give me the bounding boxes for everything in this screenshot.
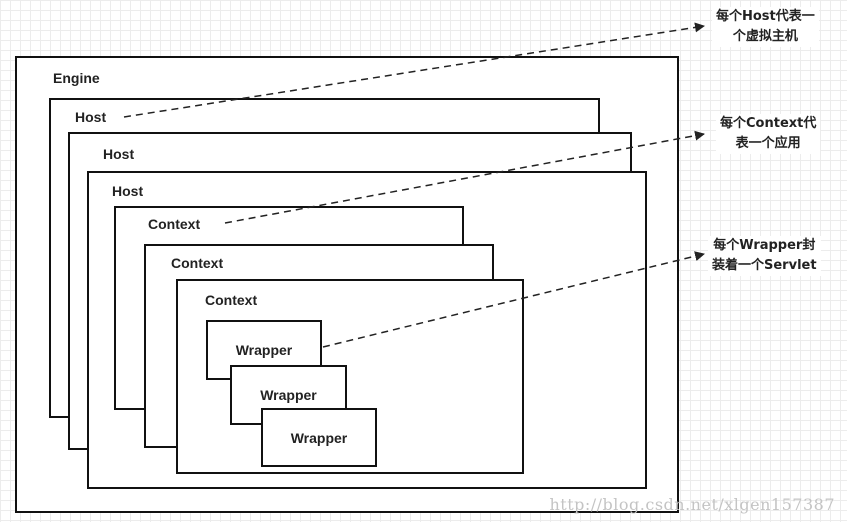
engine-label: Engine <box>53 70 100 86</box>
context-label: Context <box>148 216 201 232</box>
context-label: Context <box>205 292 258 308</box>
host-label: Host <box>75 109 107 125</box>
wrapper-label: Wrapper <box>260 387 317 403</box>
context-annotation-line1: 每个Context代 <box>720 116 817 131</box>
wrapper-annotation-line2: 装着一个Servlet <box>712 258 817 273</box>
watermark: http://blog.csdn.net/xlgen157387 <box>549 495 835 514</box>
context-annotation-arrow <box>224 130 705 224</box>
wrapper-label: Wrapper <box>235 342 293 358</box>
host-annotation-line2: 个虚拟主机 <box>732 29 798 44</box>
wrapper-annotation-arrow <box>322 251 705 348</box>
host-annotation-arrow <box>123 22 705 118</box>
wrapper-box: Wrapper <box>261 408 377 467</box>
wrapper-label: Wrapper <box>290 429 348 446</box>
wrapper-annotation: 每个Wrapper封 装着一个Servlet <box>708 236 821 276</box>
context-label: Context <box>171 255 224 271</box>
context-annotation: 每个Context代 表一个应用 <box>716 114 821 154</box>
host-annotation-line1: 每个Host代表一 <box>716 9 815 24</box>
host-label: Host <box>103 146 135 162</box>
host-label: Host <box>112 183 144 199</box>
host-annotation: 每个Host代表一 个虚拟主机 <box>712 7 819 47</box>
context-annotation-line2: 表一个应用 <box>735 136 801 151</box>
wrapper-annotation-line1: 每个Wrapper封 <box>713 238 816 253</box>
